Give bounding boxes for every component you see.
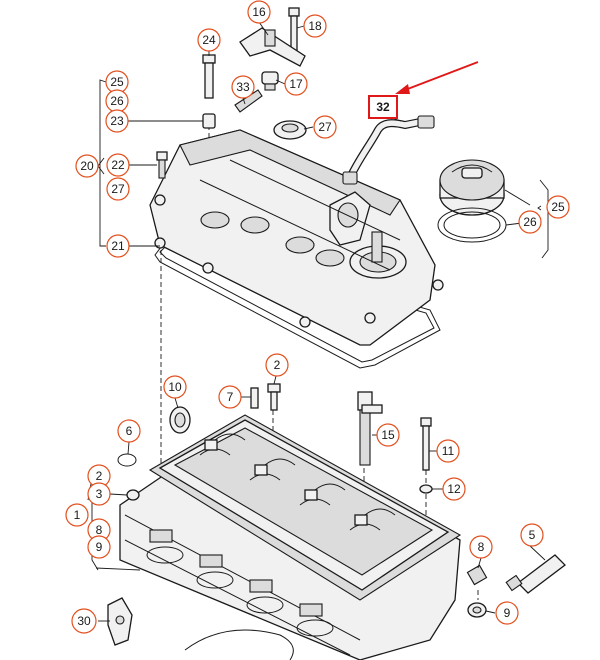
callout-2-top: 2 [265,353,289,377]
cylinder-head [119,414,462,660]
sleeve-23 [202,113,216,129]
highlight-arrow [395,61,479,94]
callout-3: 3 [87,482,111,506]
callout-8-right-label: 8 [478,540,485,554]
callout-26-left-label: 26 [110,94,124,108]
callout-2-left-label: 2 [96,469,103,483]
callout-26-left: 26 [105,89,129,113]
cap-17 [261,71,279,91]
bolt-24 [202,54,216,99]
callout-25-right: 25 [546,195,570,219]
callout-25-left: 25 [105,70,129,94]
oil-filler-cap [439,159,505,216]
highlight-label-32: 32 [376,100,390,114]
callout-6-label: 6 [126,424,133,438]
callout-16: 16 [247,0,271,24]
callout-17: 17 [284,72,308,96]
bolt-11 [420,417,432,471]
callout-15-label: 15 [381,428,395,442]
callout-33-label: 33 [236,80,250,94]
callout-15: 15 [376,423,400,447]
callout-30: 30 [71,608,97,634]
callout-25-right-label: 25 [551,200,565,214]
callout-26-right-label: 26 [523,215,537,229]
bolt-2 [267,383,281,411]
screw-8 [466,564,488,586]
callout-22-label: 22 [111,158,125,172]
callout-10: 10 [163,375,187,399]
callout-5-label: 5 [529,528,536,542]
callout-27-right-label: 27 [318,120,332,134]
washer-12 [419,484,433,494]
bracket-16 [239,27,306,67]
callout-21-label: 21 [111,239,125,253]
pin-7 [250,387,259,409]
valve-cover [149,129,444,346]
callout-9-right-label: 9 [504,606,511,620]
callout-27-right: 27 [313,115,337,139]
callout-18-label: 18 [308,19,322,33]
callout-33: 33 [231,75,255,99]
seal-27 [273,120,307,140]
callout-21: 21 [106,234,130,258]
injector-15 [357,391,383,466]
plug-3 [126,489,140,501]
callout-1-label: 1 [74,508,81,522]
seal-10 [169,406,191,434]
callout-9-left: 9 [87,535,111,559]
breather-hose-32 [342,115,435,185]
callout-20-label: 20 [80,159,94,173]
callout-9-left-label: 9 [96,540,103,554]
callout-7: 7 [218,385,242,409]
leader-lines [87,21,549,622]
callout-27-left: 27 [106,177,130,201]
callout-24-label: 24 [202,33,216,47]
callout-16-label: 16 [252,5,266,19]
callout-9-right: 9 [495,601,519,625]
bracket-30 [107,597,133,646]
highlight-box-32: 32 [368,95,398,119]
callout-5: 5 [520,523,544,547]
callout-10-label: 10 [168,380,182,394]
callout-7-label: 7 [227,390,234,404]
callout-17-label: 17 [289,77,303,91]
sensor-22 [156,151,168,179]
callout-11: 11 [436,439,460,463]
callout-22: 22 [106,153,130,177]
callout-18: 18 [303,14,327,38]
callout-23: 23 [105,109,129,133]
callout-3-label: 3 [96,487,103,501]
callout-11-label: 11 [442,444,455,458]
callout-30-label: 30 [77,614,91,628]
callout-27-left-label: 27 [111,182,125,196]
callout-6: 6 [117,419,141,443]
callout-8-right: 8 [469,535,493,559]
callout-20: 20 [75,154,99,178]
callout-12: 12 [442,477,466,501]
callout-26-right: 26 [518,210,542,234]
callout-25-left-label: 25 [110,75,124,89]
o-ring-6 [117,453,137,467]
callout-1: 1 [65,503,89,527]
callout-8-left-label: 8 [96,523,103,537]
plug-9 [467,602,487,618]
callout-24: 24 [197,28,221,52]
callout-12-label: 12 [447,482,461,496]
callout-23-label: 23 [110,114,124,128]
sealant-tube-5 [505,554,566,594]
camshaft-bearings [199,433,396,531]
callout-2-top-label: 2 [274,358,281,372]
